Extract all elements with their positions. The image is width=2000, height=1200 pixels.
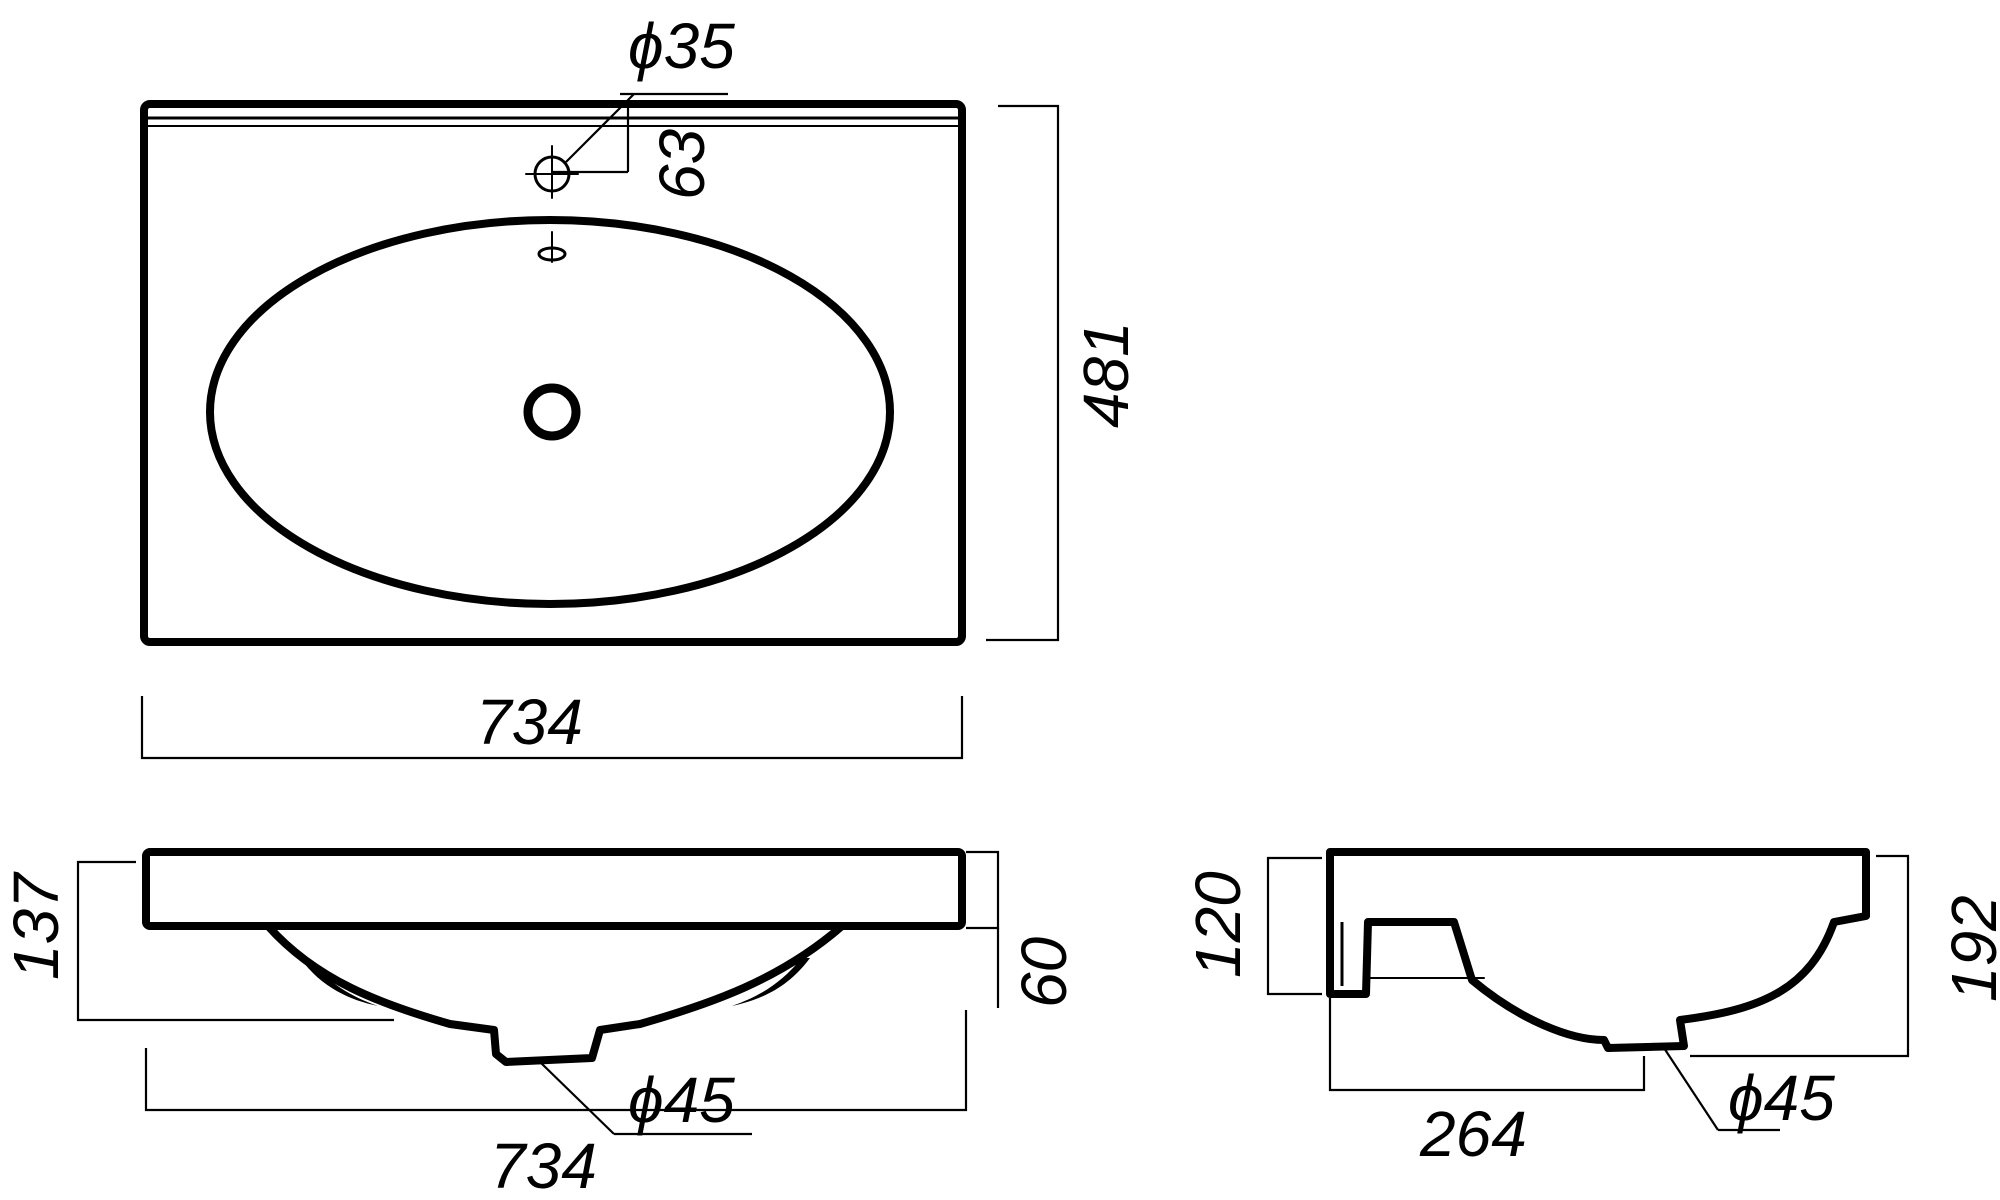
front-shading-left <box>300 958 378 1006</box>
front-height-dimension-line <box>76 860 394 1022</box>
front-width-dimension-line <box>144 1010 968 1112</box>
side-back-height-dimension-line <box>1266 856 1322 996</box>
tap-diameter-leader <box>565 93 635 163</box>
front-drain-label: ϕ45 <box>628 1064 735 1136</box>
top-view: ϕ35 63 481 734 <box>140 10 1142 760</box>
side-drain-offset-label: 264 <box>1419 1098 1527 1170</box>
side-drain-label: ϕ45 <box>1728 1062 1835 1134</box>
width-dimension-line <box>140 696 964 760</box>
front-height-label: 137 <box>0 871 72 980</box>
side-total-height-dimension-line <box>1690 854 1910 1058</box>
bowl-outline <box>206 216 894 608</box>
front-bowl-profile <box>264 922 846 1066</box>
front-rim <box>142 848 966 930</box>
side-profile <box>1326 848 1870 1052</box>
front-width-label: 734 <box>490 1130 597 1200</box>
depth-label: 481 <box>1070 321 1142 428</box>
front-view: 137 60 734 ϕ45 <box>0 848 1080 1200</box>
tap-diameter-label: ϕ35 <box>628 10 735 82</box>
depth-dimension-line <box>986 104 1060 642</box>
front-rim-dimension-line <box>966 850 1000 930</box>
front-drain-leader <box>539 1061 615 1135</box>
side-drain-leader <box>1663 1047 1719 1131</box>
side-view: 120 192 264 ϕ45 <box>1182 848 2000 1170</box>
side-drain-offset-dimension-line <box>1328 998 1646 1092</box>
side-back-height-label: 120 <box>1182 871 1254 978</box>
drain-hole <box>523 383 581 441</box>
tap-offset-label: 63 <box>646 128 718 200</box>
width-label: 734 <box>476 686 583 758</box>
front-rim-label: 60 <box>1008 936 1080 1008</box>
basin-top-outline <box>140 100 966 646</box>
side-total-height-label: 192 <box>1938 895 2000 1002</box>
overflow-hole <box>537 231 567 263</box>
front-shading-right <box>732 958 810 1006</box>
